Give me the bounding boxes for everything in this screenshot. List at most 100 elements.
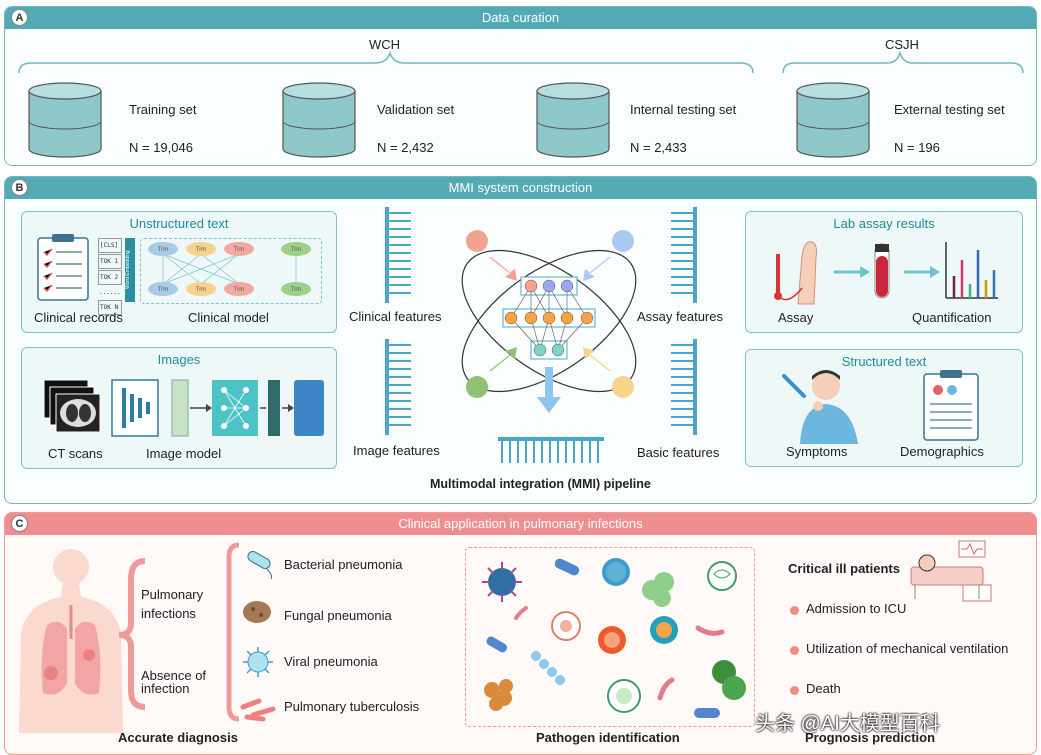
panel-data-curation: Data curation A WCH CSJH Training set N … <box>4 6 1037 166</box>
dataset-count: N = 2,433 <box>630 140 687 155</box>
panel-mmi-system: MMI system construction B Unstructured t… <box>4 176 1037 504</box>
clinical-records-label: Clinical records <box>34 310 123 325</box>
diagnosis-item: Bacterial pneumonia <box>284 557 403 572</box>
trm-label: Trm <box>196 287 206 293</box>
unstructured-text-box: Unstructured text [CLS] TOK 1 TOK 2 ....… <box>21 211 337 333</box>
panel-a-title: Data curation <box>481 10 560 25</box>
basic-features-label: Basic features <box>637 445 720 460</box>
arrow-icon <box>834 266 870 278</box>
feature-vector-icon <box>671 339 697 435</box>
group-label-csjh: CSJH <box>885 37 919 52</box>
dataset-cylinder-icon <box>536 82 610 158</box>
trm-label: Trm <box>291 287 301 293</box>
dataset-name: Validation set <box>377 102 455 117</box>
fungus-icon <box>243 601 271 623</box>
token: TOK N <box>98 300 122 315</box>
outcome-item: Admission to ICU <box>806 601 907 616</box>
image-model-label: Image model <box>146 446 222 461</box>
assay-label: Assay <box>778 310 814 325</box>
trm-label: Trm <box>158 287 168 293</box>
dataset-count: N = 196 <box>894 140 940 155</box>
word-embedding-bar: Word Embedding <box>125 238 135 302</box>
panel-b-letter: B <box>11 179 28 196</box>
dataset-name: Training set <box>129 102 197 117</box>
dataset-count: N = 2,432 <box>377 140 434 155</box>
panel-clinical-application: Clinical application in pulmonary infect… <box>4 512 1037 755</box>
diagnosis-item: Pulmonary tuberculosis <box>284 699 420 714</box>
lab-assay-box: Lab assay results Assay Quantification <box>745 211 1023 333</box>
dataset-cylinder-icon <box>282 82 356 158</box>
symptoms-label: Symptoms <box>786 444 848 459</box>
demographics-clipboard-icon <box>923 370 979 441</box>
quantification-label: Quantification <box>912 310 992 325</box>
clinical-model-label: Clinical model <box>188 310 269 325</box>
critical-ill-patients-label: Critical ill patients <box>788 561 900 576</box>
demographics-label: Demographics <box>900 444 984 459</box>
outcome-bullet <box>790 606 799 615</box>
tuberculosis-icon <box>240 698 276 722</box>
token-list: [CLS] TOK 1 TOK 2 ...... TOK N <box>98 238 122 315</box>
absence-of-infection-label: Absence of infection <box>141 668 207 696</box>
trm-label: Trm <box>291 247 301 253</box>
prognosis-prediction-label: Prognosis prediction <box>805 730 936 745</box>
pathogen-collection <box>465 547 755 727</box>
feature-vector-icon <box>385 207 411 303</box>
images-title: Images <box>157 352 201 367</box>
bacteria-icon <box>247 551 272 580</box>
structured-text-box: Structured text Symptoms Demographics <box>745 349 1023 467</box>
token: TOK 2 <box>98 270 122 285</box>
arrow-icon <box>904 266 940 278</box>
mmi-pipeline-label: Multimodal integration (MMI) pipeline <box>430 477 651 491</box>
dataset-cylinder-icon <box>796 82 870 158</box>
dataset-name: Internal testing set <box>630 102 737 117</box>
token: [CLS] <box>98 238 122 253</box>
virus-icon <box>243 647 273 677</box>
images-box: Images CT scans Image model <box>21 347 337 469</box>
panel-c-title: Clinical application in pulmonary infect… <box>398 516 643 531</box>
ct-scans-label: CT scans <box>48 446 103 461</box>
mmi-network-diagram <box>461 230 637 413</box>
transformer-block: Trm Trm Trm Trm Trm Trm Trm Trm <box>140 238 322 304</box>
clinical-features-label: Clinical features <box>349 309 442 324</box>
image-features-label: Image features <box>353 443 440 458</box>
pathogen-microbes-illustration <box>482 558 746 718</box>
unstructured-text-title: Unstructured text <box>129 216 229 231</box>
fused-feature-vector-icon <box>498 437 604 463</box>
dataset-cylinder-icon <box>28 82 102 158</box>
outcome-bullet <box>790 646 799 655</box>
panel-a-letter: A <box>11 9 28 26</box>
trm-label: Trm <box>234 247 244 253</box>
trm-label: Trm <box>234 287 244 293</box>
panel-c-letter: C <box>11 515 28 532</box>
outcome-item: Utilization of mechanical ventilation <box>806 641 1009 656</box>
group-braces <box>18 50 1024 74</box>
clipboard-icon <box>37 234 89 301</box>
human-lungs-icon <box>19 549 123 733</box>
image-model-cnn-icon <box>111 379 324 437</box>
diagnosis-item: Fungal pneumonia <box>284 608 392 623</box>
feature-vector-icon <box>385 339 411 435</box>
panel-a-header: Data curation <box>5 7 1036 29</box>
group-label-wch: WCH <box>369 37 401 52</box>
panel-b-header: MMI system construction <box>5 177 1036 199</box>
structured-text-title: Structured text <box>841 354 927 369</box>
outcome-bullet <box>790 686 799 695</box>
sick-person-icon <box>782 370 858 444</box>
feature-vector-icon <box>671 207 697 303</box>
pulmonary-infections-label: Pulmonary infections <box>141 587 204 621</box>
trm-label: Trm <box>158 247 168 253</box>
assay-features-label: Assay features <box>637 309 723 324</box>
bar-chart-icon <box>945 242 998 299</box>
transformer-connections: Trm Trm Trm Trm Trm Trm Trm Trm <box>148 242 311 296</box>
token: TOK 1 <box>98 254 122 269</box>
test-tube-icon <box>874 243 890 299</box>
outcome-item: Death <box>806 681 841 696</box>
pathogen-bracket <box>226 542 240 722</box>
pathogen-identification-label: Pathogen identification <box>536 730 680 745</box>
panel-b-title: MMI system construction <box>448 180 593 195</box>
diagnosis-item: Viral pneumonia <box>284 654 378 669</box>
ct-scan-icon <box>43 379 101 433</box>
dataset-name: External testing set <box>894 102 1005 117</box>
lab-assay-title: Lab assay results <box>833 216 935 231</box>
watermark: 头条 @AI大模型百科 <box>755 713 940 735</box>
